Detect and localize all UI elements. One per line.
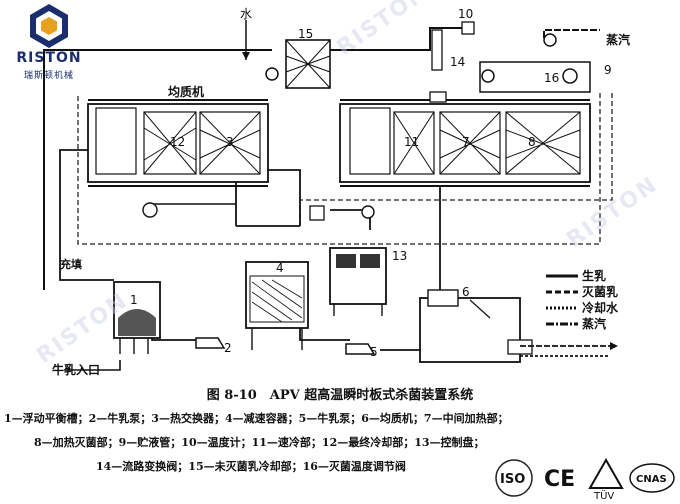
- components-line-3: 14—流路变换阀；15—未灭菌乳冷却部；16—灭菌温度调节阀: [96, 458, 406, 474]
- tag-3: 3: [226, 135, 234, 149]
- figure-title: 图 8-10 APV 超高温瞬时板式杀菌装置系统: [0, 384, 680, 403]
- label-steam-top: 蒸汽: [606, 32, 630, 47]
- tag-9: 9: [604, 63, 612, 77]
- tag-13: 13: [392, 249, 407, 263]
- components-line-2: 8—加热灭菌部；9—贮液管；10—温度计；11—速冷部；12—最终冷却部；13—…: [34, 434, 485, 450]
- legend-raw: 生乳: [582, 268, 606, 283]
- tag-16: 16: [544, 71, 559, 85]
- tag-2: 2: [224, 341, 232, 355]
- tag-8: 8: [528, 135, 536, 149]
- tag-4: 4: [276, 261, 284, 275]
- ce-logo: CE: [544, 467, 575, 492]
- tag-15: 15: [298, 27, 313, 41]
- svg-text:TÜV: TÜV: [593, 489, 614, 502]
- label-fill: 充填: [60, 257, 82, 271]
- label-raw-milk-inlet: 牛乳入口: [52, 362, 100, 377]
- iso-logo: ISO: [496, 460, 532, 496]
- svg-text:CNAS: CNAS: [636, 474, 667, 485]
- tag-11: 11: [404, 135, 419, 149]
- homogenizer-6: [420, 290, 532, 362]
- raw-milk-cooler-15: [286, 40, 330, 88]
- tag-1: 1: [130, 293, 138, 307]
- tag-10: 10: [458, 7, 473, 21]
- tag-12: 12: [170, 135, 185, 149]
- label-homogenizer: 均质机: [168, 84, 204, 99]
- legend-steam: 蒸汽: [582, 316, 606, 331]
- components-line-1: 1—浮动平衡槽；2—牛乳泵；3—热交换器；4—减速容器；5—牛乳泵；6—均质机；…: [4, 410, 509, 426]
- holding-vessel-4: [246, 262, 308, 350]
- tuv-logo: TÜV: [590, 460, 622, 502]
- svg-text:ISO: ISO: [500, 472, 525, 487]
- label-water: 水: [240, 7, 252, 21]
- tag-5: 5: [370, 345, 378, 359]
- tag-6: 6: [462, 285, 470, 299]
- legend-cooling: 冷却水: [582, 300, 619, 315]
- svg-text:CE: CE: [544, 467, 575, 492]
- tag-7: 7: [462, 135, 470, 149]
- control-panel-13: [330, 248, 386, 316]
- tag-14: 14: [450, 55, 465, 69]
- cnas-logo: CNAS: [630, 464, 674, 492]
- certification-logos: ISO CE TÜV CNAS: [488, 452, 678, 502]
- legend-sterile: 灭菌乳: [581, 284, 618, 299]
